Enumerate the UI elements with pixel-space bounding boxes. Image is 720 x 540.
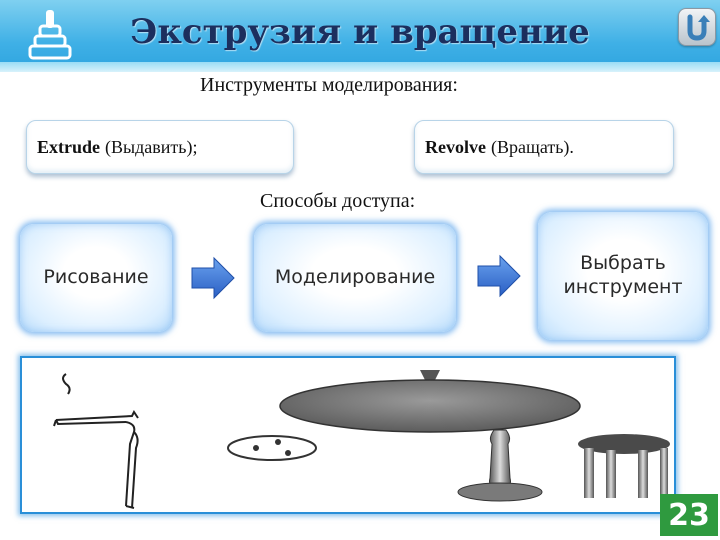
header-band [0,62,720,72]
header-bar [0,0,720,72]
illustration-panel [20,356,676,514]
extrude-tool-box: Extrude (Выдавить); [26,120,294,174]
page-title: Экструзия и вращение [130,12,590,52]
tools-heading: Инструменты моделирования: [200,74,458,96]
access-heading: Способы доступа: [260,190,416,212]
revolve-tool-translation: (Вращать). [490,136,574,157]
u-turn-arrow-icon [687,14,710,41]
table-modeling-illustration [53,370,670,509]
round-table [279,370,581,502]
step-select-tool: Выбрать инструмент [538,212,708,340]
stool [578,434,670,498]
step-modeling: Моделирование [254,224,456,332]
hourglass-logo-icon [28,10,72,60]
circle-sketch [227,435,317,461]
profile-sketch [53,373,139,509]
undo-button[interactable] [678,8,716,46]
blue-arrow-right-icon [477,254,521,298]
revolve-tool-name: Revolve [425,136,486,157]
extrude-tool-translation: (Выдавить); [105,136,198,157]
step-drawing: Рисование [20,224,172,332]
page-number-badge: 23 [660,494,718,536]
blue-arrow-right-icon [191,256,235,300]
extrude-tool-name: Extrude [37,136,100,157]
revolve-tool-box: Revolve (Вращать). [414,120,674,174]
